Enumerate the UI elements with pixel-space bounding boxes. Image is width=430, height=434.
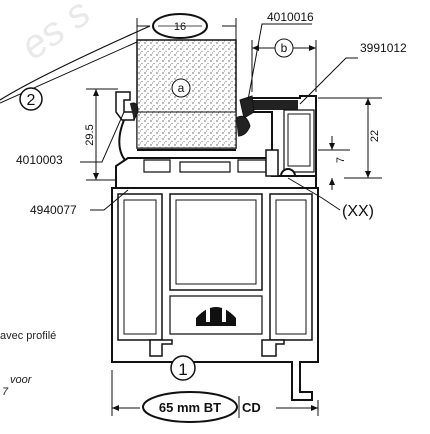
callout-b: b bbox=[281, 41, 288, 55]
dimension-7: 7 bbox=[335, 157, 347, 163]
part-4010003-label: 4010003 bbox=[16, 153, 63, 167]
side-note-1: avec profilé bbox=[0, 330, 57, 342]
xx-callout: (XX) bbox=[287, 177, 374, 220]
dimension-b: b bbox=[251, 38, 317, 92]
system-label-ellipse bbox=[142, 391, 238, 423]
dimension-22: 22 bbox=[369, 130, 381, 142]
callout-2: 2 bbox=[0, 25, 151, 111]
gap-dimension: 7 bbox=[318, 136, 350, 190]
frame-width-dimension: 65 mm BT CD bbox=[111, 370, 319, 423]
callout-2-label: 2 bbox=[27, 92, 36, 109]
sash-profile bbox=[115, 149, 317, 189]
cd-label: CD bbox=[242, 400, 261, 415]
part-4010003: 4010003 bbox=[16, 111, 125, 167]
part-4010016-label: 4010016 bbox=[267, 10, 314, 24]
xx-label: (XX) bbox=[342, 203, 374, 220]
left-height-dimension: 29.5 bbox=[84, 88, 118, 181]
callout-a: a bbox=[178, 81, 185, 95]
side-note-3: 7 bbox=[2, 386, 9, 398]
part-3991012-label: 3991012 bbox=[360, 41, 407, 55]
glass-width-dimension: 16 bbox=[136, 13, 237, 40]
glass-pane bbox=[136, 39, 237, 151]
callout-1: 1 bbox=[178, 360, 187, 379]
right-height-dimension: 22 bbox=[318, 97, 382, 179]
system-label: 65 mm BT bbox=[159, 400, 221, 415]
part-4010016: 4010016 bbox=[247, 10, 314, 101]
left-glazing-bead bbox=[115, 91, 139, 167]
dimension-16: 16 bbox=[174, 21, 186, 33]
watermark-text: es s bbox=[13, 0, 98, 69]
callout-1-circle bbox=[170, 355, 196, 381]
frame-profile bbox=[111, 187, 319, 401]
callout-a-circle bbox=[171, 78, 191, 98]
part-4940077: 4940077 bbox=[30, 189, 129, 217]
part-4940077-label: 4940077 bbox=[30, 203, 77, 217]
dimension-29-5: 29.5 bbox=[84, 124, 96, 145]
part-3991012: 3991012 bbox=[299, 41, 407, 105]
side-note-2: voor bbox=[10, 374, 32, 386]
